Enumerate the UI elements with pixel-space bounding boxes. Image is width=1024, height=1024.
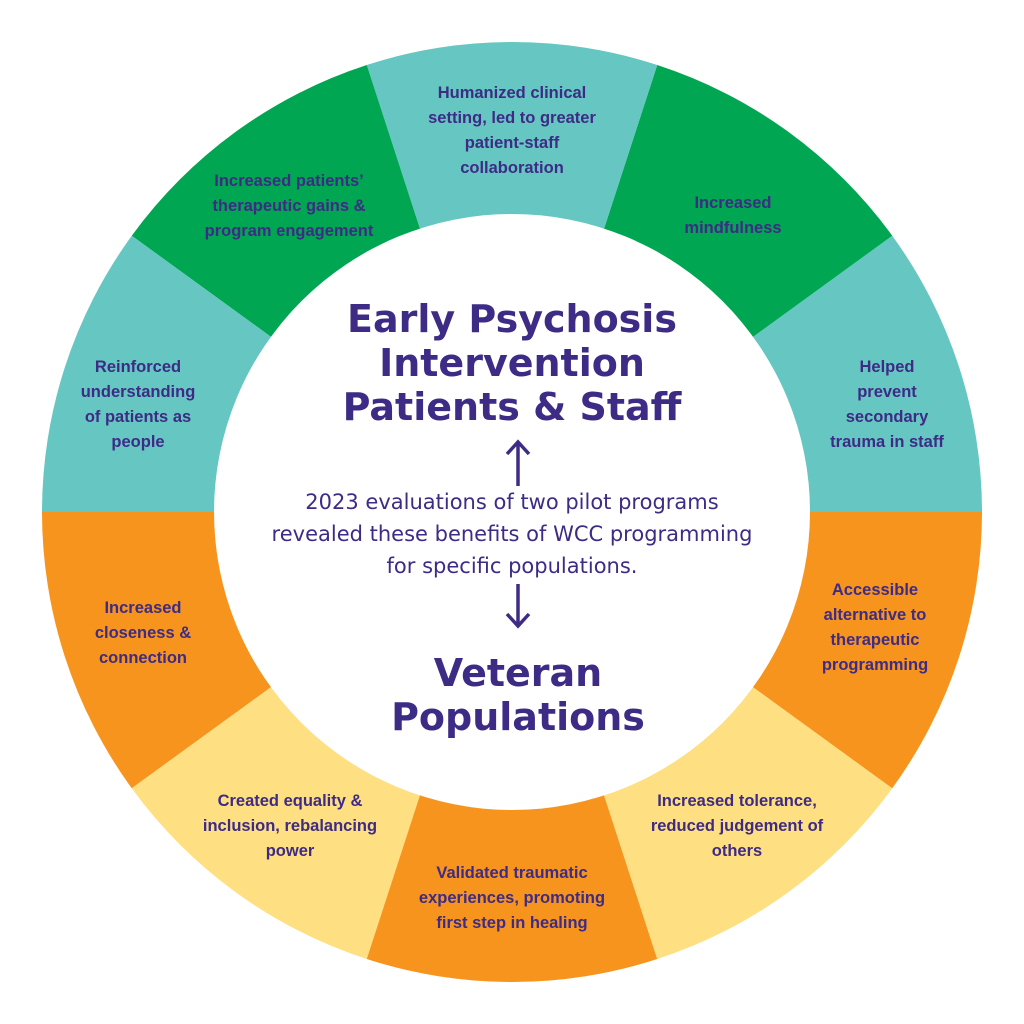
wheel-segments	[42, 41, 982, 982]
segment-label-line: Increased patients’	[214, 172, 363, 190]
wheel-segment-green	[131, 65, 421, 339]
bottom-group-title-line: Populations	[391, 695, 645, 739]
segment-label-line: Humanized clinical	[438, 84, 587, 102]
segment-label-line: first step in healing	[436, 914, 587, 932]
segment-label-line: people	[111, 433, 164, 451]
segment-label-line: understanding	[81, 383, 196, 401]
segment-label-line: alternative to	[824, 606, 927, 624]
segment-label-line: setting, led to greater	[428, 109, 596, 127]
segment-label-line: Created equality &	[218, 792, 363, 810]
segment-label-line: trauma in staff	[830, 433, 944, 451]
segment-label-line: program engagement	[205, 222, 374, 240]
segment-label-line: collaboration	[460, 159, 564, 177]
center-description-line: for specific populations.	[387, 554, 638, 578]
segment-label-line: mindfulness	[684, 219, 781, 237]
wheel-segment-yellow	[603, 685, 893, 959]
wheel-segment-green	[603, 65, 893, 339]
segment-label-line: prevent	[857, 383, 917, 401]
wheel-segment-teal	[366, 41, 658, 231]
arrow-down-icon	[505, 584, 531, 629]
segment-label-line: Increased	[694, 194, 771, 212]
bottom-group-title-line: Veteran	[434, 651, 602, 695]
segment-label-line: Accessible	[832, 581, 918, 599]
arrow-up-icon	[505, 439, 531, 486]
center-description-line: 2023 evaluations of two pilot programs	[305, 490, 718, 514]
center-content: Early Psychosis Intervention Patients & …	[272, 297, 753, 739]
segment-label-line: others	[712, 842, 762, 860]
wheel-segment-teal	[42, 235, 273, 512]
segment-label-line: Reinforced	[95, 358, 181, 376]
segment-label-line: power	[266, 842, 315, 860]
center-circle	[214, 214, 810, 810]
segment-label-line: therapeutic	[831, 631, 920, 649]
segment-label-line: experiences, promoting	[419, 889, 605, 907]
segment-label-line: programming	[822, 656, 928, 674]
top-group-title-line: Intervention	[379, 341, 645, 385]
segment-label-line: Helped	[859, 358, 914, 376]
segment-label-line: connection	[99, 649, 187, 667]
segment-label-line: Increased	[104, 599, 181, 617]
center-description-line: revealed these benefits of WCC programmi…	[272, 522, 753, 546]
wheel-segment-orange	[42, 512, 273, 789]
segment-label-line: closeness &	[95, 624, 191, 642]
top-group-title-line: Early Psychosis	[347, 297, 677, 341]
segment-label-line: Validated traumatic	[436, 864, 587, 882]
top-group-title-line: Patients & Staff	[343, 385, 683, 429]
segment-label-line: secondary	[846, 408, 929, 426]
wheel-segment-yellow	[131, 685, 421, 959]
segment-label-line: patient-staff	[465, 134, 560, 152]
segment-label-line: therapeutic gains &	[212, 197, 365, 215]
segment-label-line: of patients as	[85, 408, 191, 426]
wheel-segment-teal	[751, 235, 982, 512]
segment-label-line: Increased tolerance,	[657, 792, 817, 810]
wheel-segment-orange	[366, 793, 658, 982]
wheel-segment-orange	[751, 512, 982, 789]
segment-label-line: inclusion, rebalancing	[203, 817, 377, 835]
segment-label-line: reduced judgement of	[651, 817, 824, 835]
